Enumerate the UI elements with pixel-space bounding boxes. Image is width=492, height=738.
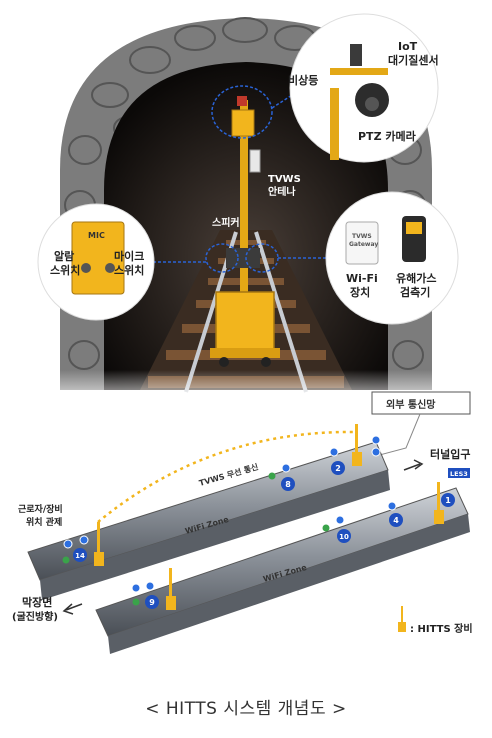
tunnel-entrance-label: 터널입구 xyxy=(430,447,470,461)
tvws-antenna-label: TVWS xyxy=(268,174,301,185)
tunnel-map: 외부 통신망 TVWS 무선 통신 WiFi Zone WiFi Zone 2 … xyxy=(12,391,473,654)
marker-10: 10 xyxy=(337,529,351,543)
switch-callout: MIC 알람 스위치 마이크 스위치 xyxy=(37,203,155,321)
sensor-callout: 비상등 IoT 대기질센서 PTZ 카메라 xyxy=(288,13,439,163)
cart-wheel xyxy=(219,357,229,367)
entrance-arrow xyxy=(403,463,421,471)
mic-box-label: MIC xyxy=(88,231,105,240)
emergency-light-icon xyxy=(350,44,362,66)
external-network-label: 외부 통신망 xyxy=(386,398,436,411)
tvws-link-curve xyxy=(97,430,357,523)
emergency-light-label: 비상등 xyxy=(288,73,318,87)
svg-text:1: 1 xyxy=(445,496,451,505)
marker-8: 8 xyxy=(281,477,295,491)
hitts-cart xyxy=(210,96,280,367)
worker-tracking-label: 근로자/장비 xyxy=(18,503,63,515)
wifi-device-label-2: 장치 xyxy=(350,285,370,299)
mic-switch-label-2: 스위치 xyxy=(114,263,144,277)
worker-tracking-label-2: 위치 관제 xyxy=(26,516,62,528)
switch-box xyxy=(71,221,125,295)
tunnel-face-arrow xyxy=(65,603,83,611)
tvws-antenna-small xyxy=(249,149,261,173)
svg-text:9: 9 xyxy=(149,598,155,607)
legend: : HITTS 장비 xyxy=(398,606,473,635)
tunnel-face-label: 막장면 xyxy=(22,595,52,609)
sensor-arm xyxy=(330,68,388,75)
mic-switch-knob xyxy=(105,263,115,273)
cart-wheel xyxy=(261,357,271,367)
cart-base xyxy=(210,348,280,358)
marker-4: 4 xyxy=(389,513,403,527)
alarm-switch-label-2: 스위치 xyxy=(50,263,80,277)
gas-detector-label-2: 검측기 xyxy=(400,285,430,299)
cart-body xyxy=(215,291,275,351)
gateway-label-2: Gateway xyxy=(349,241,378,248)
worker-pins xyxy=(63,435,397,593)
worker-pins-green xyxy=(62,472,330,606)
les-tag xyxy=(448,468,470,478)
gas-detector-label: 유해가스 xyxy=(396,271,436,285)
alarm-switch-knob xyxy=(81,263,91,273)
svg-text:10: 10 xyxy=(339,533,349,541)
tunnel-illustration: TVWS 안테나 스피커 비상등 IoT 대기질센서 PTZ 카메라 xyxy=(0,13,492,410)
speaker-label: 스피커 xyxy=(212,216,240,229)
wifi-device-label: Wi-Fi xyxy=(346,272,378,285)
diagram-caption: < HITTS 시스템 개념도 > xyxy=(145,699,347,719)
svg-text:2: 2 xyxy=(335,464,341,473)
external-network-box xyxy=(371,391,471,415)
wifi-gateway-box xyxy=(345,221,379,265)
legend-label: : HITTS 장비 xyxy=(410,622,473,635)
iot-sensor-label-2: 대기질센서 xyxy=(388,53,439,67)
speaker-unit xyxy=(226,248,260,268)
sensor-pole xyxy=(330,88,339,160)
svg-text:4: 4 xyxy=(393,516,399,525)
tvws-antenna-label-2: 안테나 xyxy=(268,185,296,198)
device-callout: TVWS Gateway Wi-Fi 장치 유해가스 검측기 xyxy=(325,191,459,325)
les-tag-label: LES3 xyxy=(450,470,468,478)
cart-mast xyxy=(240,100,248,310)
iot-sensor-label: IoT xyxy=(398,40,418,53)
leader-lines xyxy=(142,85,342,273)
gateway-label: TVWS xyxy=(352,233,372,240)
marker-14: 14 xyxy=(73,548,87,562)
mast-light-box xyxy=(231,109,255,137)
emergency-light-small xyxy=(237,96,247,106)
marker-1: 1 xyxy=(441,493,455,507)
map-hitts-devices xyxy=(94,424,444,610)
marker-2: 2 xyxy=(331,461,345,475)
tunnel-face-label-2: (굴진방향) xyxy=(12,610,58,623)
network-leader xyxy=(375,413,421,457)
svg-text:14: 14 xyxy=(75,552,85,560)
ptz-camera-label: PTZ 카메라 xyxy=(358,129,417,143)
alarm-switch-label: 알람 xyxy=(54,249,74,263)
mic-switch-label: 마이크 xyxy=(114,249,144,263)
svg-text:8: 8 xyxy=(285,480,291,489)
marker-9: 9 xyxy=(145,595,159,609)
